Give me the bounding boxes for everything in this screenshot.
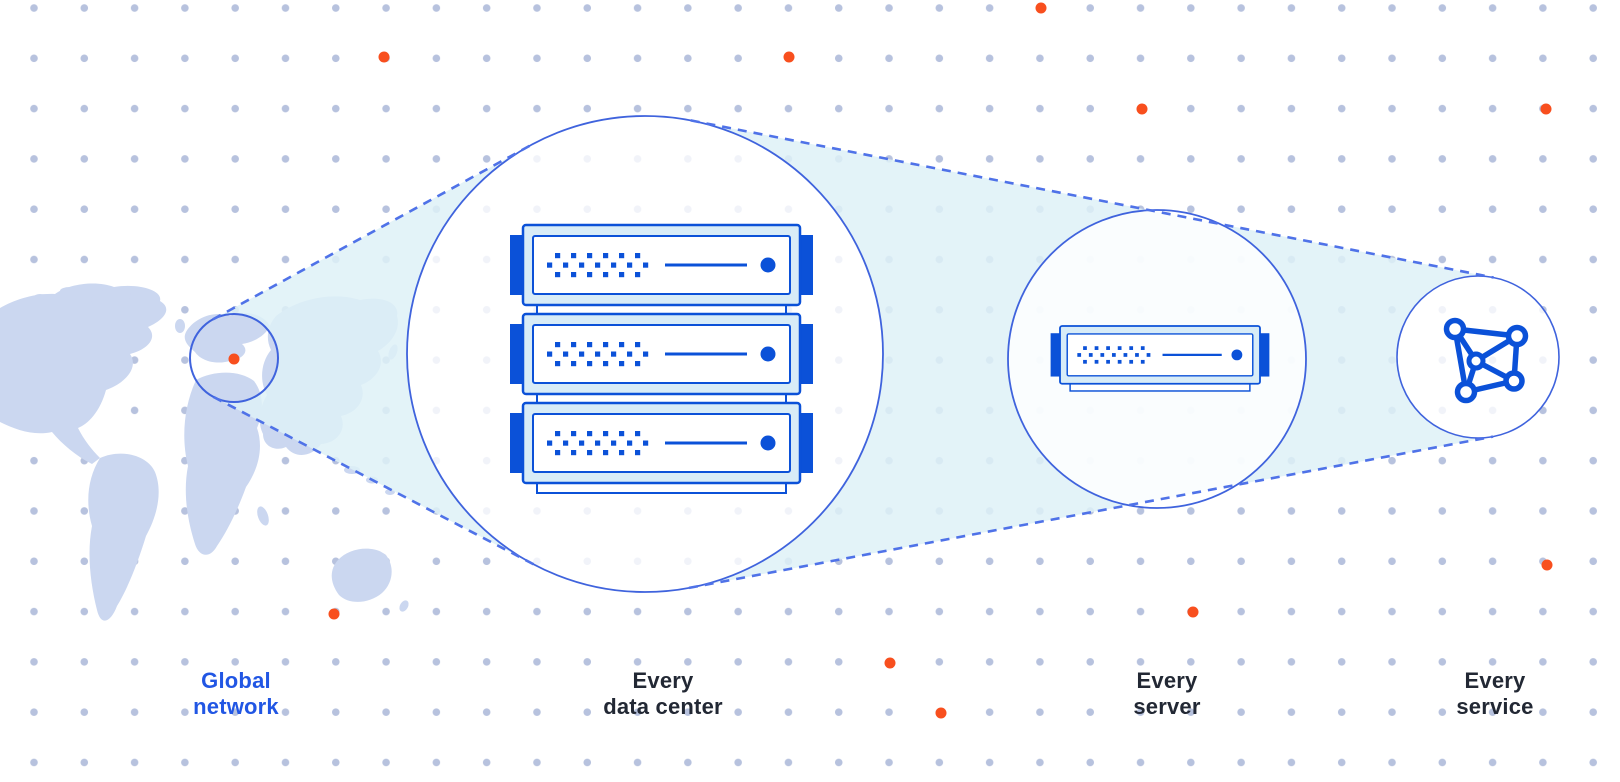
label-line: data center [603, 694, 723, 719]
orange-dot [1136, 103, 1148, 115]
label-line: Global [201, 668, 271, 693]
orange-dot [1187, 606, 1199, 618]
label-every-service: Every service [1456, 668, 1533, 720]
orange-dot [783, 51, 795, 63]
label-line: service [1456, 694, 1534, 719]
label-every-server: Every server [1133, 668, 1200, 720]
label-line: server [1133, 694, 1201, 719]
label-global-network: Global network [193, 668, 279, 720]
orange-dot [1540, 103, 1552, 115]
map-focus-circle [189, 313, 279, 403]
label-line: Every [632, 668, 694, 693]
server-stack-icon [508, 223, 815, 495]
orange-dot [1035, 2, 1047, 14]
label-every-data-center: Every data center [603, 668, 723, 720]
mesh-network-icon [1443, 317, 1529, 404]
label-line: network [193, 694, 279, 719]
orange-dot [1541, 559, 1553, 571]
label-line: Every [1136, 668, 1198, 693]
dashed-connector-lines [212, 119, 1494, 590]
orange-dot [884, 657, 896, 669]
orange-dot [328, 608, 340, 620]
label-line: Every [1464, 668, 1526, 693]
orange-dot [378, 51, 390, 63]
server-icon [1049, 324, 1271, 393]
zoom-cone-left [212, 145, 535, 565]
orange-location-dot [228, 353, 240, 365]
orange-dot [935, 707, 947, 719]
